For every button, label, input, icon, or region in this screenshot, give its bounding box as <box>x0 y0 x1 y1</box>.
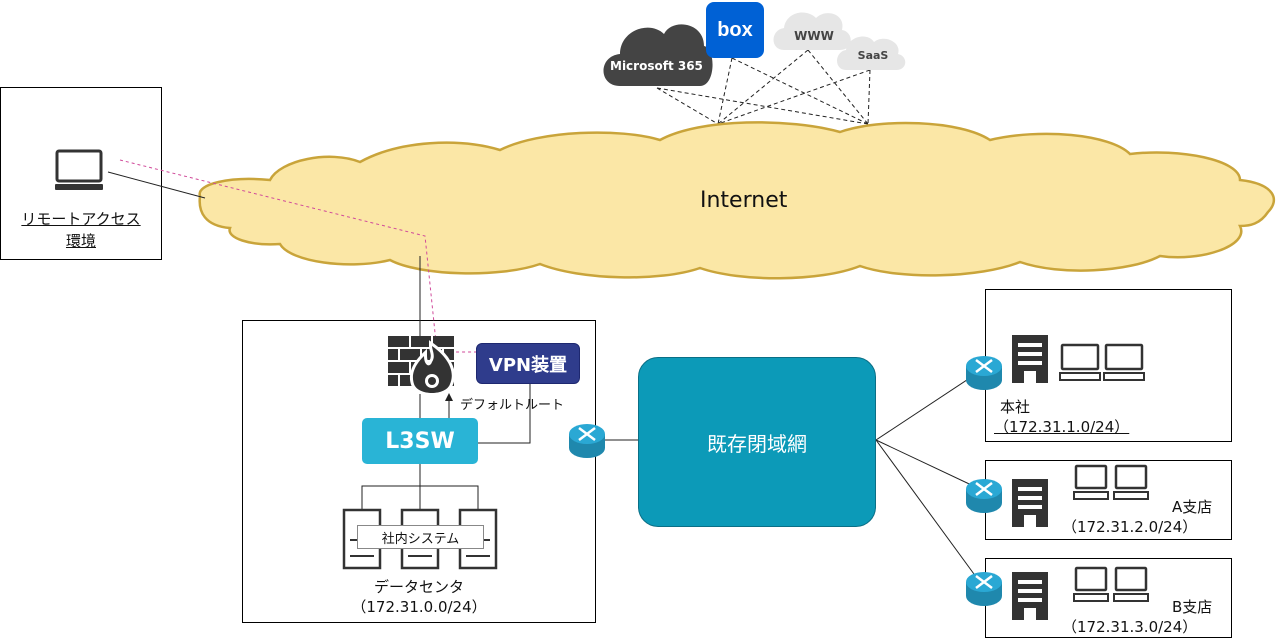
www-label: WWW <box>794 29 834 43</box>
a-branch-name: A支店 <box>1172 498 1213 516</box>
pc-icon <box>1113 566 1149 602</box>
box-logo: box <box>706 2 764 58</box>
microsoft-365-cloud-icon <box>603 24 713 86</box>
vpn-tunnel-line <box>119 159 476 353</box>
saas-cloud-icon <box>837 36 906 70</box>
internet-label: Internet <box>700 188 788 213</box>
firewall-icon <box>388 336 455 396</box>
router-icon-b-branch <box>966 572 1002 606</box>
remote-access-label-line2: 環境 <box>65 232 96 250</box>
router-icon-honsha <box>966 356 1002 390</box>
router-icon-a-branch <box>966 479 1002 513</box>
pc-icon <box>1103 343 1145 381</box>
a-branch-subnet: （172.31.2.0/24） <box>1062 518 1198 536</box>
default-route-label: デフォルトルート <box>460 398 565 413</box>
laptop-icon <box>55 149 103 190</box>
honsha-subnet: （172.31.1.0/24） <box>994 418 1130 436</box>
router-icon-datacenter <box>569 424 605 458</box>
building-icon-b-branch <box>1012 572 1048 620</box>
b-branch-name: B支店 <box>1172 598 1213 616</box>
saas-label: SaaS <box>857 49 889 62</box>
closed-network-label: 既存閉域網 <box>707 431 807 456</box>
pc-icon <box>1073 566 1109 602</box>
datacenter-subnet: （172.31.0.0/24） <box>351 598 487 616</box>
connections <box>107 171 983 586</box>
internet-cloud <box>198 121 1276 280</box>
remote-access-label-line1: リモートアクセス <box>21 210 141 228</box>
building-icon-honsha <box>1012 335 1048 383</box>
vpn-device: VPN装置 <box>476 343 580 384</box>
l3-switch: L3SW <box>362 418 478 464</box>
datacenter-name: データセンタ <box>373 578 464 596</box>
closed-network: 既存閉域網 <box>638 357 876 527</box>
default-route-arrow <box>445 393 453 418</box>
building-icon-a-branch <box>1012 479 1048 527</box>
internal-system-label: 社内システム <box>357 525 484 549</box>
honsha-name: 本社 <box>1000 398 1031 416</box>
service-links <box>656 49 871 125</box>
pc-icon <box>1073 464 1109 500</box>
pc-icon <box>1059 343 1101 381</box>
www-cloud-icon <box>773 12 851 51</box>
microsoft-365-label: Microsoft 365 <box>610 59 703 73</box>
box-logo-text: box <box>717 18 753 41</box>
b-branch-subnet: （172.31.3.0/24） <box>1062 618 1198 636</box>
pc-icon <box>1113 464 1149 500</box>
